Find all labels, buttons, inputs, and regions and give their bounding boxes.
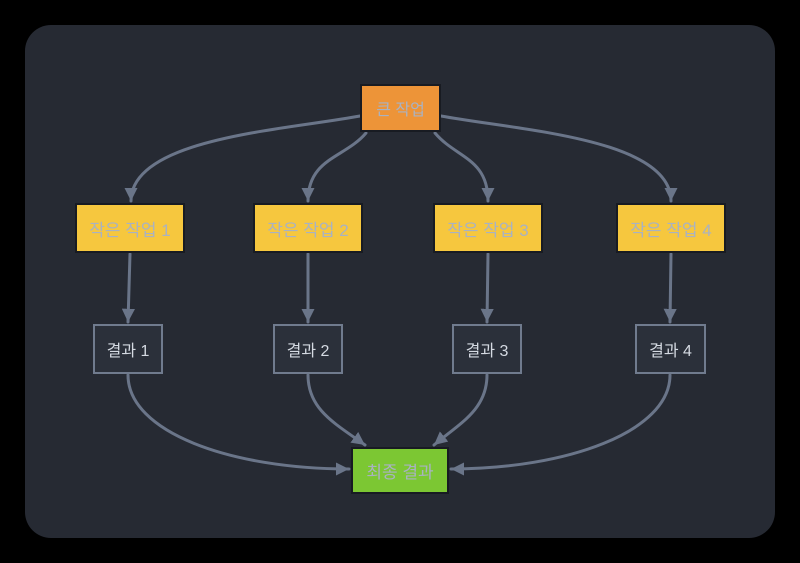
node-result-3: 결과 3 xyxy=(452,324,522,374)
node-small-task-2: 작은 작업 2 xyxy=(253,203,363,253)
node-result-2: 결과 2 xyxy=(273,324,343,374)
node-result-1: 결과 1 xyxy=(93,324,163,374)
node-small-task-3: 작은 작업 3 xyxy=(433,203,543,253)
node-small-task-4: 작은 작업 4 xyxy=(616,203,726,253)
node-big-task: 큰 작업 xyxy=(360,84,441,132)
node-result-4: 결과 4 xyxy=(635,324,706,374)
node-final-result: 최종 결과 xyxy=(351,447,449,494)
node-small-task-1: 작은 작업 1 xyxy=(75,203,185,253)
